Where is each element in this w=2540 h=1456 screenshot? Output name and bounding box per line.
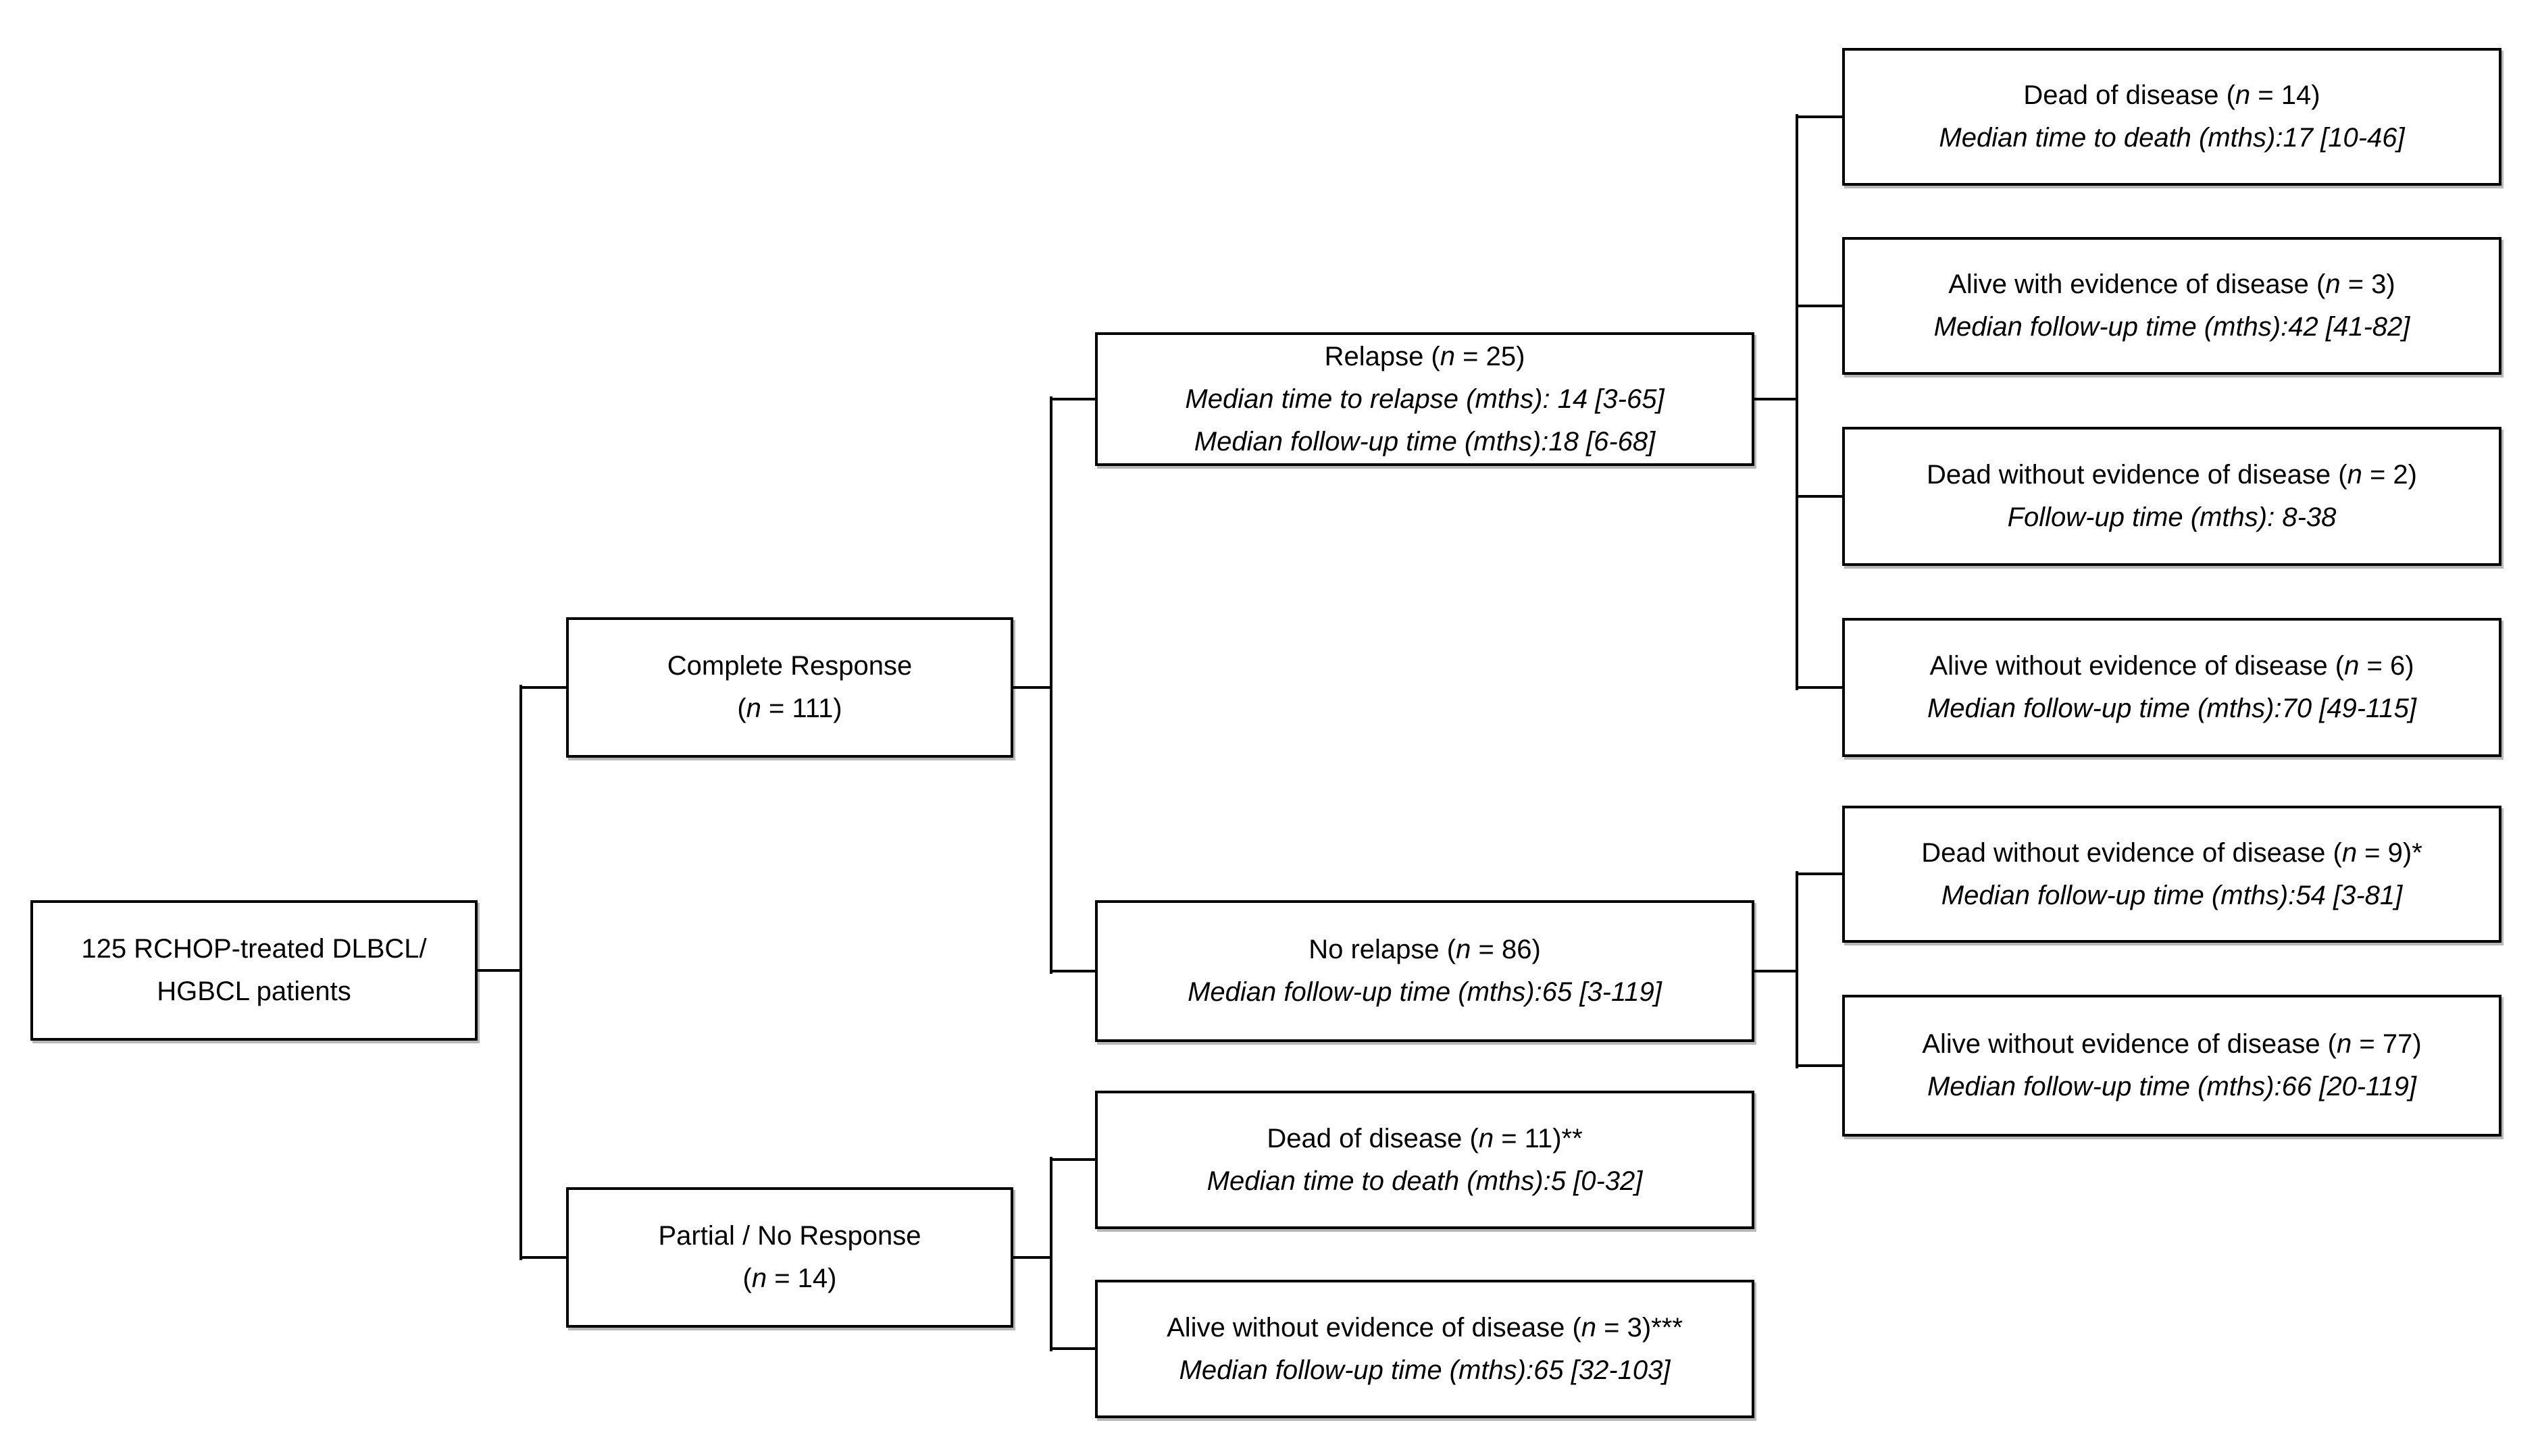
node-alive-without-evidence-6-followup: Median follow-up time (mths):70 [49-115] bbox=[1927, 694, 2417, 723]
node-relapse-followup: Median follow-up time (mths):18 [6-68] bbox=[1194, 426, 1656, 457]
n-variable: n bbox=[2325, 269, 2341, 299]
node-no-relapse-title: No relapse (n = 86) bbox=[1309, 929, 1541, 971]
connector-no-relapse-to-outcomes bbox=[1753, 871, 1844, 1068]
node-partial-no-response: Partial / No Response (n = 14) bbox=[566, 1187, 1013, 1328]
connector-complete-response-to-relapse-group bbox=[1012, 396, 1096, 974]
node-alive-without-evidence-3b-title: Alive without evidence of disease (n = 3… bbox=[1167, 1307, 1683, 1349]
count-prefix: ( bbox=[742, 1264, 752, 1293]
node-complete-response: Complete Response (n = 111) bbox=[566, 617, 1013, 758]
node-dead-without-evidence-9: Dead without evidence of disease (n = 9)… bbox=[1842, 806, 2501, 943]
count-value: = 9)* bbox=[2357, 837, 2422, 868]
node-alive-without-evidence-77-followup: Median follow-up time (mths):66 [20-119] bbox=[1927, 1072, 2417, 1101]
connector-partial-no-response-to-outcomes bbox=[1012, 1157, 1096, 1351]
n-variable: n bbox=[2341, 837, 2358, 868]
count-value: = 11)** bbox=[1494, 1123, 1583, 1153]
node-alive-without-evidence-77: Alive without evidence of disease (n = 7… bbox=[1842, 995, 2501, 1137]
node-dead-of-disease-11-title: Dead of disease (n = 11)** bbox=[1267, 1118, 1582, 1160]
count-value: = 25) bbox=[1455, 341, 1525, 371]
title-prefix: Alive with evidence of disease ( bbox=[1948, 269, 2326, 299]
n-variable: n bbox=[2344, 651, 2360, 681]
title-prefix: Dead of disease ( bbox=[2023, 80, 2235, 110]
title-prefix: Dead of disease ( bbox=[1267, 1123, 1479, 1153]
title-prefix: Alive without evidence of disease ( bbox=[1929, 651, 2345, 681]
node-no-relapse: No relapse (n = 86) Median follow-up tim… bbox=[1095, 900, 1754, 1042]
count-value: = 3)*** bbox=[1596, 1312, 1683, 1343]
node-dead-without-evidence-9-followup: Median follow-up time (mths):54 [3-81] bbox=[1941, 880, 2403, 910]
title-prefix: Dead without evidence of disease ( bbox=[1921, 837, 2342, 868]
node-dead-without-evidence-9-title: Dead without evidence of disease (n = 9)… bbox=[1921, 832, 2422, 875]
node-root-line1: 125 RCHOP-treated DLBCL/ bbox=[81, 934, 427, 964]
node-alive-with-evidence-3: Alive with evidence of disease (n = 3) M… bbox=[1842, 237, 2501, 375]
node-dead-of-disease-11: Dead of disease (n = 11)** Median time t… bbox=[1095, 1091, 1754, 1229]
node-dead-of-disease-14: Dead of disease (n = 14) Median time to … bbox=[1842, 48, 2501, 186]
node-relapse: Relapse (n = 25) Median time to relapse … bbox=[1095, 332, 1754, 466]
count-value: = 86) bbox=[1471, 935, 1541, 964]
node-alive-with-evidence-3-title: Alive with evidence of disease (n = 3) bbox=[1948, 263, 2395, 306]
n-variable: n bbox=[751, 1264, 767, 1293]
node-relapse-median-time: Median time to relapse (mths): 14 [3-65] bbox=[1185, 384, 1665, 414]
node-root-line2: HGBCL patients bbox=[157, 977, 351, 1006]
title-prefix: Alive without evidence of disease ( bbox=[1922, 1029, 2337, 1059]
node-complete-response-count: (n = 111) bbox=[737, 687, 842, 730]
node-alive-without-evidence-77-title: Alive without evidence of disease (n = 7… bbox=[1922, 1023, 2421, 1066]
n-variable: n bbox=[1440, 341, 1456, 371]
n-variable: n bbox=[2347, 460, 2362, 490]
node-dead-of-disease-14-title: Dead of disease (n = 14) bbox=[2023, 74, 2320, 117]
node-dead-without-evidence-2: Dead without evidence of disease (n = 2)… bbox=[1842, 427, 2501, 566]
node-dead-of-disease-11-median: Median time to death (mths):5 [0-32] bbox=[1206, 1166, 1643, 1196]
title-prefix: Alive without evidence of disease ( bbox=[1167, 1312, 1581, 1343]
node-alive-without-evidence-3b-followup: Median follow-up time (mths):65 [32-103] bbox=[1179, 1355, 1671, 1385]
node-alive-without-evidence-6: Alive without evidence of disease (n = 6… bbox=[1842, 618, 2501, 757]
node-dead-without-evidence-2-title: Dead without evidence of disease (n = 2) bbox=[1927, 454, 2417, 496]
n-variable: n bbox=[1456, 935, 1471, 964]
node-root-patients: 125 RCHOP-treated DLBCL/ HGBCL patients bbox=[30, 900, 478, 1041]
n-variable: n bbox=[2235, 80, 2251, 110]
node-no-relapse-followup: Median follow-up time (mths):65 [3-119] bbox=[1188, 977, 1662, 1007]
title-prefix: Dead without evidence of disease ( bbox=[1926, 460, 2347, 490]
connector-relapse-to-outcomes bbox=[1753, 114, 1844, 690]
n-variable: n bbox=[2337, 1029, 2352, 1059]
node-alive-without-evidence-6-title: Alive without evidence of disease (n = 6… bbox=[1929, 645, 2414, 687]
n-variable: n bbox=[1478, 1123, 1494, 1153]
node-partial-no-response-title: Partial / No Response bbox=[658, 1221, 921, 1251]
node-alive-with-evidence-3-followup: Median follow-up time (mths):42 [41-82] bbox=[1933, 312, 2410, 342]
title-prefix: No relapse ( bbox=[1309, 935, 1456, 964]
count-prefix: ( bbox=[737, 694, 746, 723]
count-value: = 3) bbox=[2340, 269, 2395, 299]
count-value: = 14) bbox=[767, 1264, 837, 1293]
n-variable: n bbox=[1581, 1312, 1597, 1343]
node-alive-without-evidence-3b: Alive without evidence of disease (n = 3… bbox=[1095, 1280, 1754, 1418]
count-value: = 111) bbox=[761, 694, 842, 723]
count-value: = 6) bbox=[2359, 651, 2414, 681]
count-value: = 77) bbox=[2352, 1029, 2422, 1059]
node-relapse-title: Relapse (n = 25) bbox=[1325, 336, 1525, 378]
node-partial-no-response-count: (n = 14) bbox=[743, 1257, 837, 1300]
node-dead-of-disease-14-median: Median time to death (mths):17 [10-46] bbox=[1939, 123, 2405, 153]
count-value: = 2) bbox=[2362, 460, 2417, 490]
node-complete-response-title: Complete Response bbox=[667, 651, 913, 681]
title-prefix: Relapse ( bbox=[1324, 341, 1440, 371]
count-value: = 14) bbox=[2250, 80, 2320, 110]
n-variable: n bbox=[746, 694, 761, 723]
connector-root-to-responses bbox=[476, 685, 567, 1260]
node-dead-without-evidence-2-followup: Follow-up time (mths): 8-38 bbox=[2007, 502, 2337, 532]
